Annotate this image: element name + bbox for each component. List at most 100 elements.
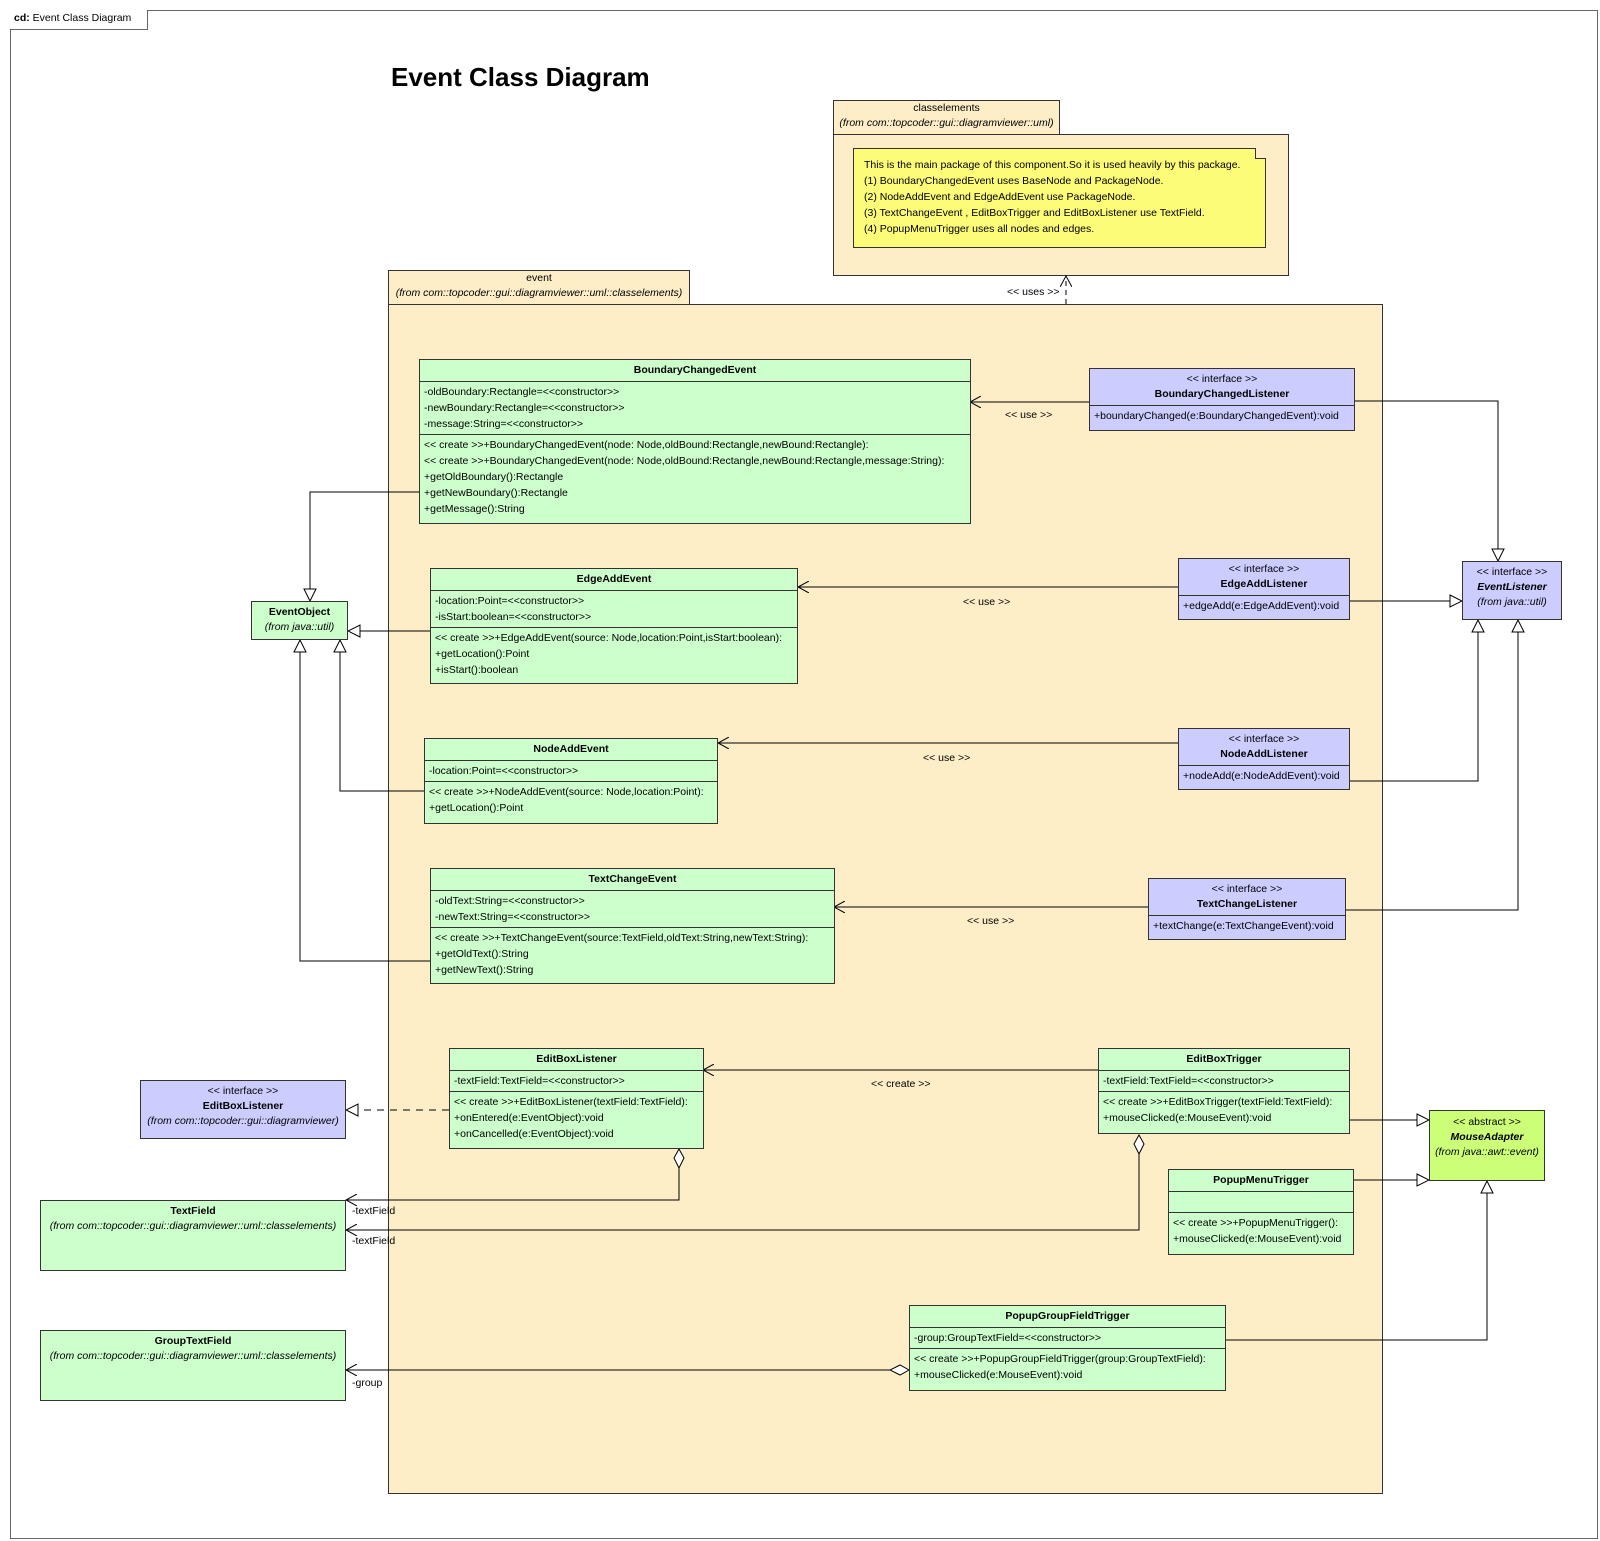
class-origin: (from com::topcoder::gui::diagramviewer) (147, 1115, 339, 1127)
operation: +getMessage():String (424, 503, 525, 515)
frame-title: Event Class Diagram (32, 12, 132, 24)
interface-edge-add-listener[interactable]: << interface >> EdgeAddListener +edgeAdd… (1178, 558, 1350, 620)
interface-text-change-listener[interactable]: << interface >> TextChangeListener +text… (1148, 878, 1346, 940)
stereotype: << abstract >> (1453, 1116, 1521, 1128)
note[interactable]: This is the main package of this compone… (853, 148, 1266, 248)
class-group-text-field[interactable]: GroupTextField (from com::topcoder::gui:… (40, 1330, 346, 1401)
class-header: PopupGroupFieldTrigger (910, 1306, 1225, 1328)
note-line: (1) BoundaryChangedEvent uses BaseNode a… (864, 175, 1164, 187)
class-name: EdgeAddListener (1220, 578, 1308, 590)
interface-node-add-listener[interactable]: << interface >> NodeAddListener +nodeAdd… (1178, 728, 1350, 790)
attributes-section (1169, 1192, 1353, 1213)
class-node-add-event[interactable]: NodeAddEvent -location:Point=<<construct… (424, 738, 718, 824)
attribute: -location:Point=<<constructor>> (429, 765, 579, 777)
use-label-text: << use >> (967, 915, 1015, 927)
class-header: NodeAddEvent (425, 739, 717, 761)
operations-section: +boundaryChanged(e:BoundaryChangedEvent)… (1090, 406, 1354, 426)
aggregation-editboxlistener-textfield (346, 1149, 679, 1200)
generalization-boundary-listener (1355, 400, 1498, 561)
attribute: -oldBoundary:Rectangle=<<constructor>> (424, 386, 620, 398)
class-header: PopupMenuTrigger (1169, 1170, 1353, 1192)
frame-kind: cd: (14, 12, 30, 24)
class-name: EventObject (268, 606, 331, 618)
note-line: (3) TextChangeEvent , EditBoxTrigger and… (864, 207, 1205, 219)
attribute: -textField:TextField=<<constructor>> (1103, 1075, 1274, 1087)
diagram-title: Event Class Diagram (391, 62, 650, 92)
operation: +boundaryChanged(e:BoundaryChangedEvent)… (1094, 410, 1339, 422)
class-popup-menu-trigger[interactable]: PopupMenuTrigger << create >>+PopupMenuT… (1168, 1169, 1354, 1255)
class-name: TextChangeListener (1196, 898, 1298, 910)
class-origin: (from java::util) (264, 621, 335, 633)
class-name: NodeAddEvent (533, 743, 609, 755)
class-origin: (from com::topcoder::gui::diagramviewer:… (49, 1220, 337, 1232)
class-name: EditBoxListener (536, 1053, 617, 1065)
class-name: GroupTextField (154, 1335, 232, 1347)
attribute: -group:GroupTextField=<<constructor>> (914, 1332, 1102, 1344)
operation: +getNewBoundary():Rectangle (424, 487, 568, 499)
class-header: << abstract >> MouseAdapter (from java::… (1430, 1111, 1544, 1163)
note-line: (4) PopupMenuTrigger uses all nodes and … (864, 223, 1095, 235)
generalization-text-eventobject (300, 640, 430, 962)
class-origin: (from java::util) (1477, 596, 1547, 608)
operation: << create >>+NodeAddEvent(source: Node,l… (429, 786, 704, 798)
class-edit-box-trigger[interactable]: EditBoxTrigger -textField:TextField=<<co… (1098, 1048, 1350, 1134)
class-name: EditBoxListener (202, 1100, 284, 1112)
class-boundary-changed-event[interactable]: BoundaryChangedEvent -oldBoundary:Rectan… (419, 359, 971, 524)
operation: +mouseClicked(e:MouseEvent):void (914, 1369, 1083, 1381)
class-header: EditBoxListener (450, 1049, 703, 1071)
use-label-boundary: << use >> (1005, 409, 1053, 421)
attributes-section: -oldText:String=<<constructor>> -newText… (431, 891, 834, 928)
package-name: classelements (913, 102, 980, 114)
stereotype: << interface >> (1476, 566, 1548, 578)
note-fold-corner (1255, 148, 1266, 159)
class-name: BoundaryChangedEvent (633, 364, 757, 376)
diagram-frame (10, 10, 1598, 1539)
class-popup-group-field-trigger[interactable]: PopupGroupFieldTrigger -group:GroupTextF… (909, 1305, 1226, 1391)
role-label-textfield: -textField (352, 1235, 396, 1247)
package-origin: (from com::topcoder::gui::diagramviewer:… (839, 117, 1054, 129)
class-edge-add-event[interactable]: EdgeAddEvent -location:Point=<<construct… (430, 568, 798, 684)
stereotype: << interface >> (1186, 373, 1258, 385)
attributes-section: -textField:TextField=<<constructor>> (1099, 1071, 1349, 1092)
operations-section: +edgeAdd(e:EdgeAddEvent):void (1179, 596, 1349, 616)
operations-section: +textChange(e:TextChangeEvent):void (1149, 916, 1345, 936)
operation: +getNewText():String (435, 964, 534, 976)
generalization-boundary-eventobject (310, 491, 419, 601)
operation: << create >>+EditBoxListener(textField:T… (454, 1096, 688, 1108)
aggregation-editboxtrigger-textfield (346, 1135, 1139, 1230)
class-text-change-event[interactable]: TextChangeEvent -oldText:String=<<constr… (430, 868, 835, 984)
class-name: MouseAdapter (1450, 1131, 1524, 1143)
generalization-node-eventobject (340, 640, 424, 792)
class-name: EditBoxTrigger (1186, 1053, 1262, 1065)
attribute: -newText:String=<<constructor>> (435, 911, 590, 923)
interface-event-listener[interactable]: << interface >> EventListener (from java… (1462, 561, 1562, 620)
class-header: << interface >> EditBoxListener (from co… (141, 1081, 345, 1132)
package-event-tab[interactable]: event (from com::topcoder::gui::diagramv… (388, 270, 690, 305)
attribute: -isStart:boolean=<<constructor>> (435, 611, 592, 623)
operation: +textChange(e:TextChangeEvent):void (1153, 920, 1334, 932)
attribute: -newBoundary:Rectangle=<<constructor>> (424, 402, 625, 414)
operation: +getLocation():Point (429, 802, 524, 814)
abstract-mouse-adapter[interactable]: << abstract >> MouseAdapter (from java::… (1429, 1110, 1545, 1181)
operation: +mouseClicked(e:MouseEvent):void (1173, 1233, 1342, 1245)
interface-boundary-changed-listener[interactable]: << interface >> BoundaryChangedListener … (1089, 368, 1355, 431)
frame-tab: cd: Event Class Diagram (10, 10, 148, 30)
attributes-section: -location:Point=<<constructor>> (425, 761, 717, 782)
class-edit-box-listener[interactable]: EditBoxListener -textField:TextField=<<c… (449, 1048, 704, 1149)
generalization-node-listener (1350, 620, 1478, 782)
operation: +isStart():boolean (435, 664, 519, 676)
class-text-field[interactable]: TextField (from com::topcoder::gui::diag… (40, 1200, 346, 1271)
class-header: EdgeAddEvent (431, 569, 797, 591)
operation: << create >>+PopupGroupFieldTrigger(grou… (914, 1353, 1206, 1365)
generalization-text-listener (1346, 620, 1518, 911)
attributes-section: -textField:TextField=<<constructor>> (450, 1071, 703, 1092)
class-origin: (from com::topcoder::gui::diagramviewer:… (49, 1350, 337, 1362)
class-event-object[interactable]: EventObject (from java::util) (251, 601, 348, 640)
create-label: << create >> (871, 1078, 931, 1090)
class-header: << interface >> EventListener (from java… (1463, 562, 1561, 613)
interface-edit-box-listener[interactable]: << interface >> EditBoxListener (from co… (140, 1080, 346, 1139)
operation: +nodeAdd(e:NodeAddEvent):void (1183, 770, 1340, 782)
operations-section: << create >>+PopupGroupFieldTrigger(grou… (910, 1349, 1225, 1385)
class-name: PopupGroupFieldTrigger (1005, 1310, 1130, 1322)
operation: +mouseClicked(e:MouseEvent):void (1103, 1112, 1272, 1124)
